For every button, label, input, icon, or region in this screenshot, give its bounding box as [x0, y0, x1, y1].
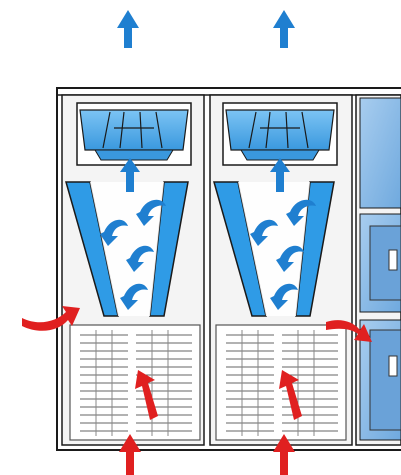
exhaust-arrow-right	[273, 10, 295, 48]
right-module	[210, 95, 352, 445]
exhaust-arrow-left	[117, 10, 139, 48]
fan-icon	[77, 103, 191, 165]
left-module	[62, 95, 204, 445]
louver-grille-icon	[70, 325, 200, 440]
side-cabinet	[356, 95, 401, 445]
fan-icon	[223, 103, 337, 165]
